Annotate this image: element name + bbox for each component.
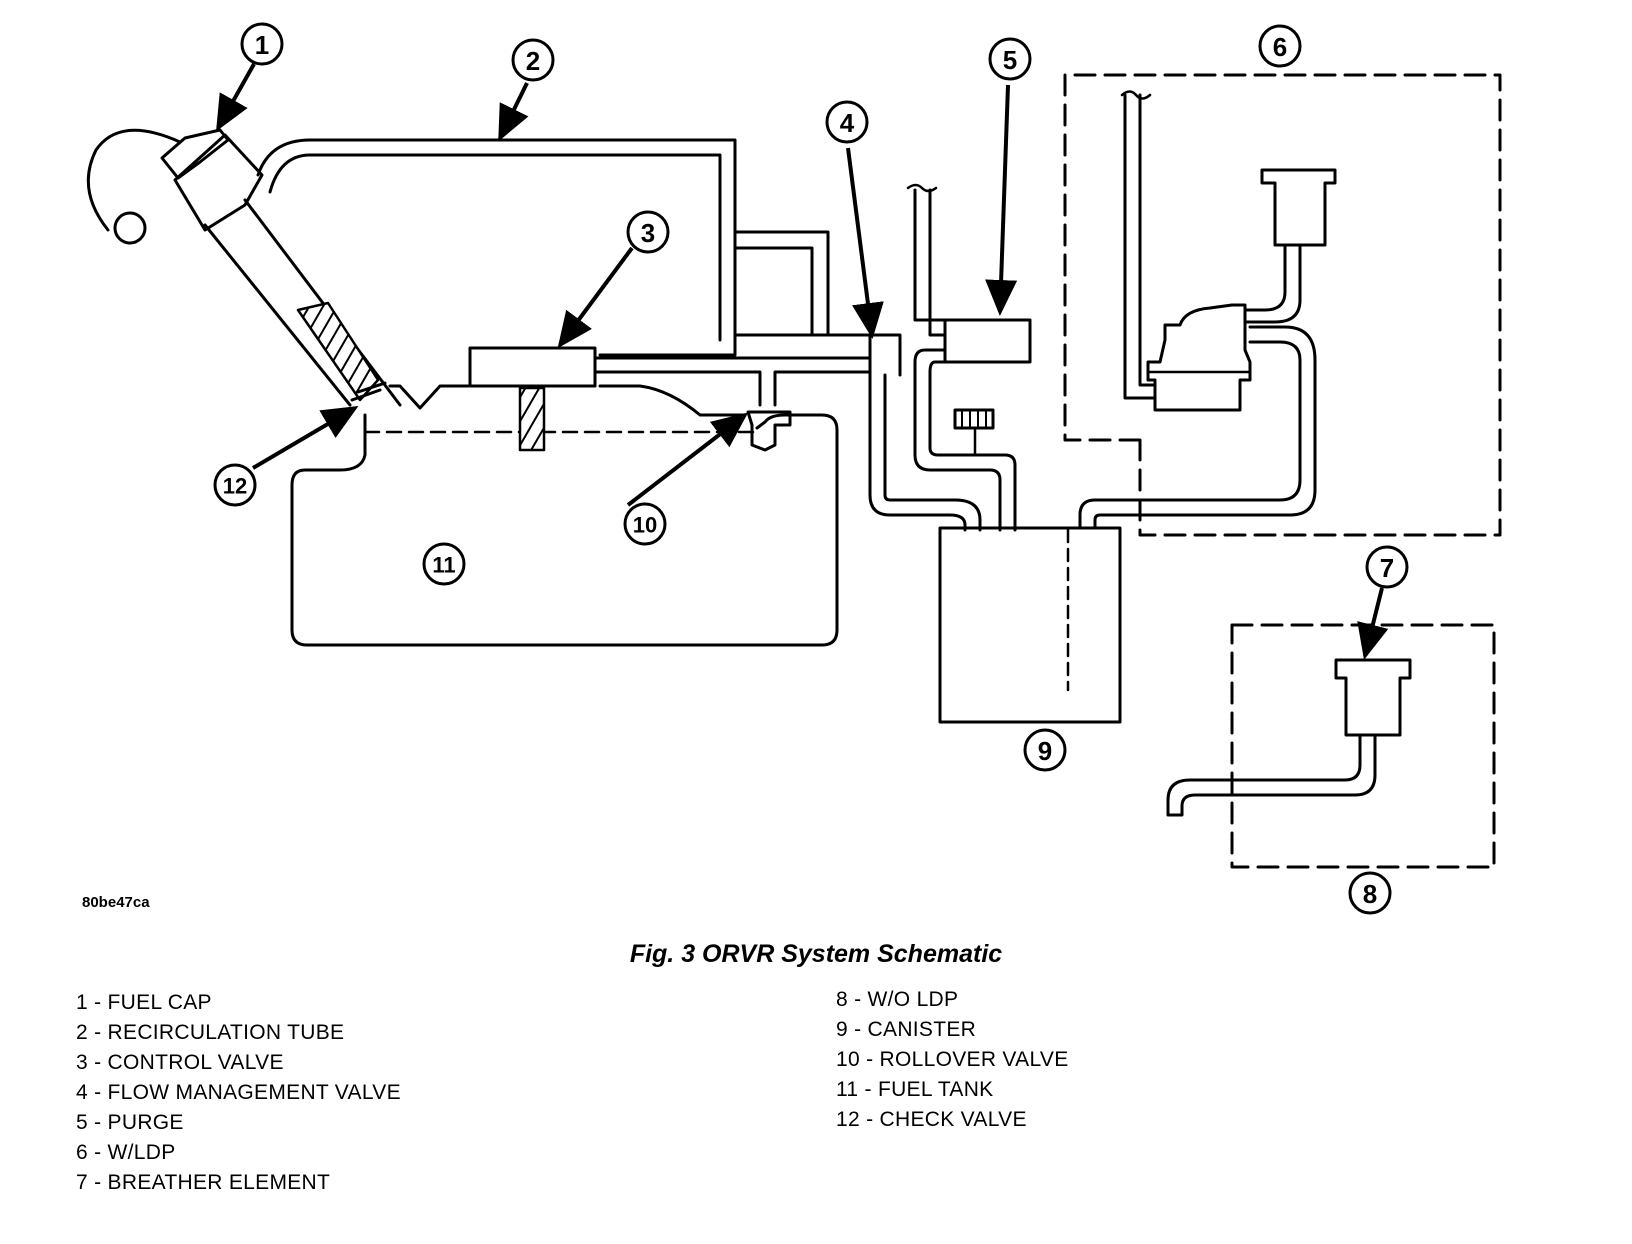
check-valve-element — [296, 301, 380, 402]
legend-item: 11 - FUEL TANK — [836, 1078, 994, 1101]
callout-circle-7 — [1365, 545, 1409, 589]
legend-right: 8 - W/O LDP 9 - CANISTER 10 - ROLLOVER V… — [836, 985, 1069, 1135]
callout-11: 11 — [432, 553, 455, 578]
recirculation-tube — [256, 138, 737, 357]
callout-7: 7 — [1380, 553, 1394, 583]
callout-circle-4 — [825, 100, 869, 144]
callout-circle-10 — [623, 502, 667, 546]
fuel-cap-tether — [86, 128, 182, 232]
leader-10 — [626, 412, 749, 507]
callout-1: 1 — [255, 30, 269, 60]
leader-7 — [1357, 587, 1389, 660]
legend-item: 5 - PURGE — [76, 1111, 184, 1134]
legend-left: 1 - FUEL CAP 2 - RECIRCULATION TUBE 3 - … — [76, 988, 401, 1198]
callout-8: 8 — [1363, 879, 1377, 909]
tether-ring — [113, 211, 147, 245]
legend-item: 12 - CHECK VALVE — [836, 1108, 1027, 1131]
leader-2 — [498, 82, 529, 142]
legend-item: 3 - CONTROL VALVE — [76, 1051, 284, 1074]
callout-6: 6 — [1273, 32, 1287, 62]
legend-item: 6 - W/LDP — [76, 1141, 176, 1164]
control-valve — [468, 346, 597, 388]
filler-neck — [203, 198, 402, 407]
callout-circle-3 — [626, 210, 670, 254]
callout-circle-11 — [422, 542, 466, 586]
callout-circle-2 — [511, 38, 555, 82]
filler-housing — [173, 133, 264, 232]
legend-item: 10 - ROLLOVER VALVE — [836, 1048, 1069, 1071]
legend-item: 9 - CANISTER — [836, 1018, 977, 1041]
ldp-pump — [1146, 303, 1252, 412]
legend-item: 2 - RECIRCULATION TUBE — [76, 1021, 345, 1044]
legend-item: 4 - FLOW MANAGEMENT VALVE — [76, 1081, 401, 1104]
purge-valve — [943, 318, 1032, 364]
flow-management-valve — [826, 333, 982, 532]
callout-circle-12 — [213, 463, 257, 507]
canister — [938, 526, 1122, 724]
leader-3 — [557, 246, 634, 349]
legend-item: 1 - FUEL CAP — [76, 991, 212, 1014]
callout-circle-6 — [1258, 24, 1302, 68]
callout-5: 5 — [1003, 45, 1017, 75]
callout-3: 3 — [641, 218, 655, 248]
leader-5 — [985, 84, 1018, 316]
callout-9: 9 — [1038, 736, 1052, 766]
figure-id: 80be47ca — [82, 894, 150, 911]
callout-12: 12 — [223, 474, 247, 499]
callout-2: 2 — [526, 46, 540, 76]
rollover-valve — [746, 410, 792, 452]
leader-12 — [251, 405, 359, 470]
legend-item: 7 - BREATHER ELEMENT — [76, 1171, 331, 1194]
callout-circle-8 — [1348, 871, 1392, 915]
leader-1 — [216, 63, 256, 132]
purge-filter — [953, 408, 995, 430]
callout-10: 10 — [633, 513, 657, 538]
callout-4: 4 — [840, 108, 855, 138]
callout-circle-1 — [240, 22, 284, 66]
callout-circle-9 — [1023, 728, 1067, 772]
leader-4 — [846, 147, 884, 339]
legend-item: 8 - W/O LDP — [836, 988, 959, 1011]
breather-element — [1334, 658, 1412, 737]
fuel-cap — [160, 128, 230, 180]
figure-title: Fig. 3 ORVR System Schematic — [629, 940, 1003, 968]
control-valve-stem — [518, 386, 546, 452]
wldp-region — [1063, 73, 1502, 537]
callout-circle-5 — [988, 37, 1032, 81]
fuel-tank — [290, 384, 839, 647]
